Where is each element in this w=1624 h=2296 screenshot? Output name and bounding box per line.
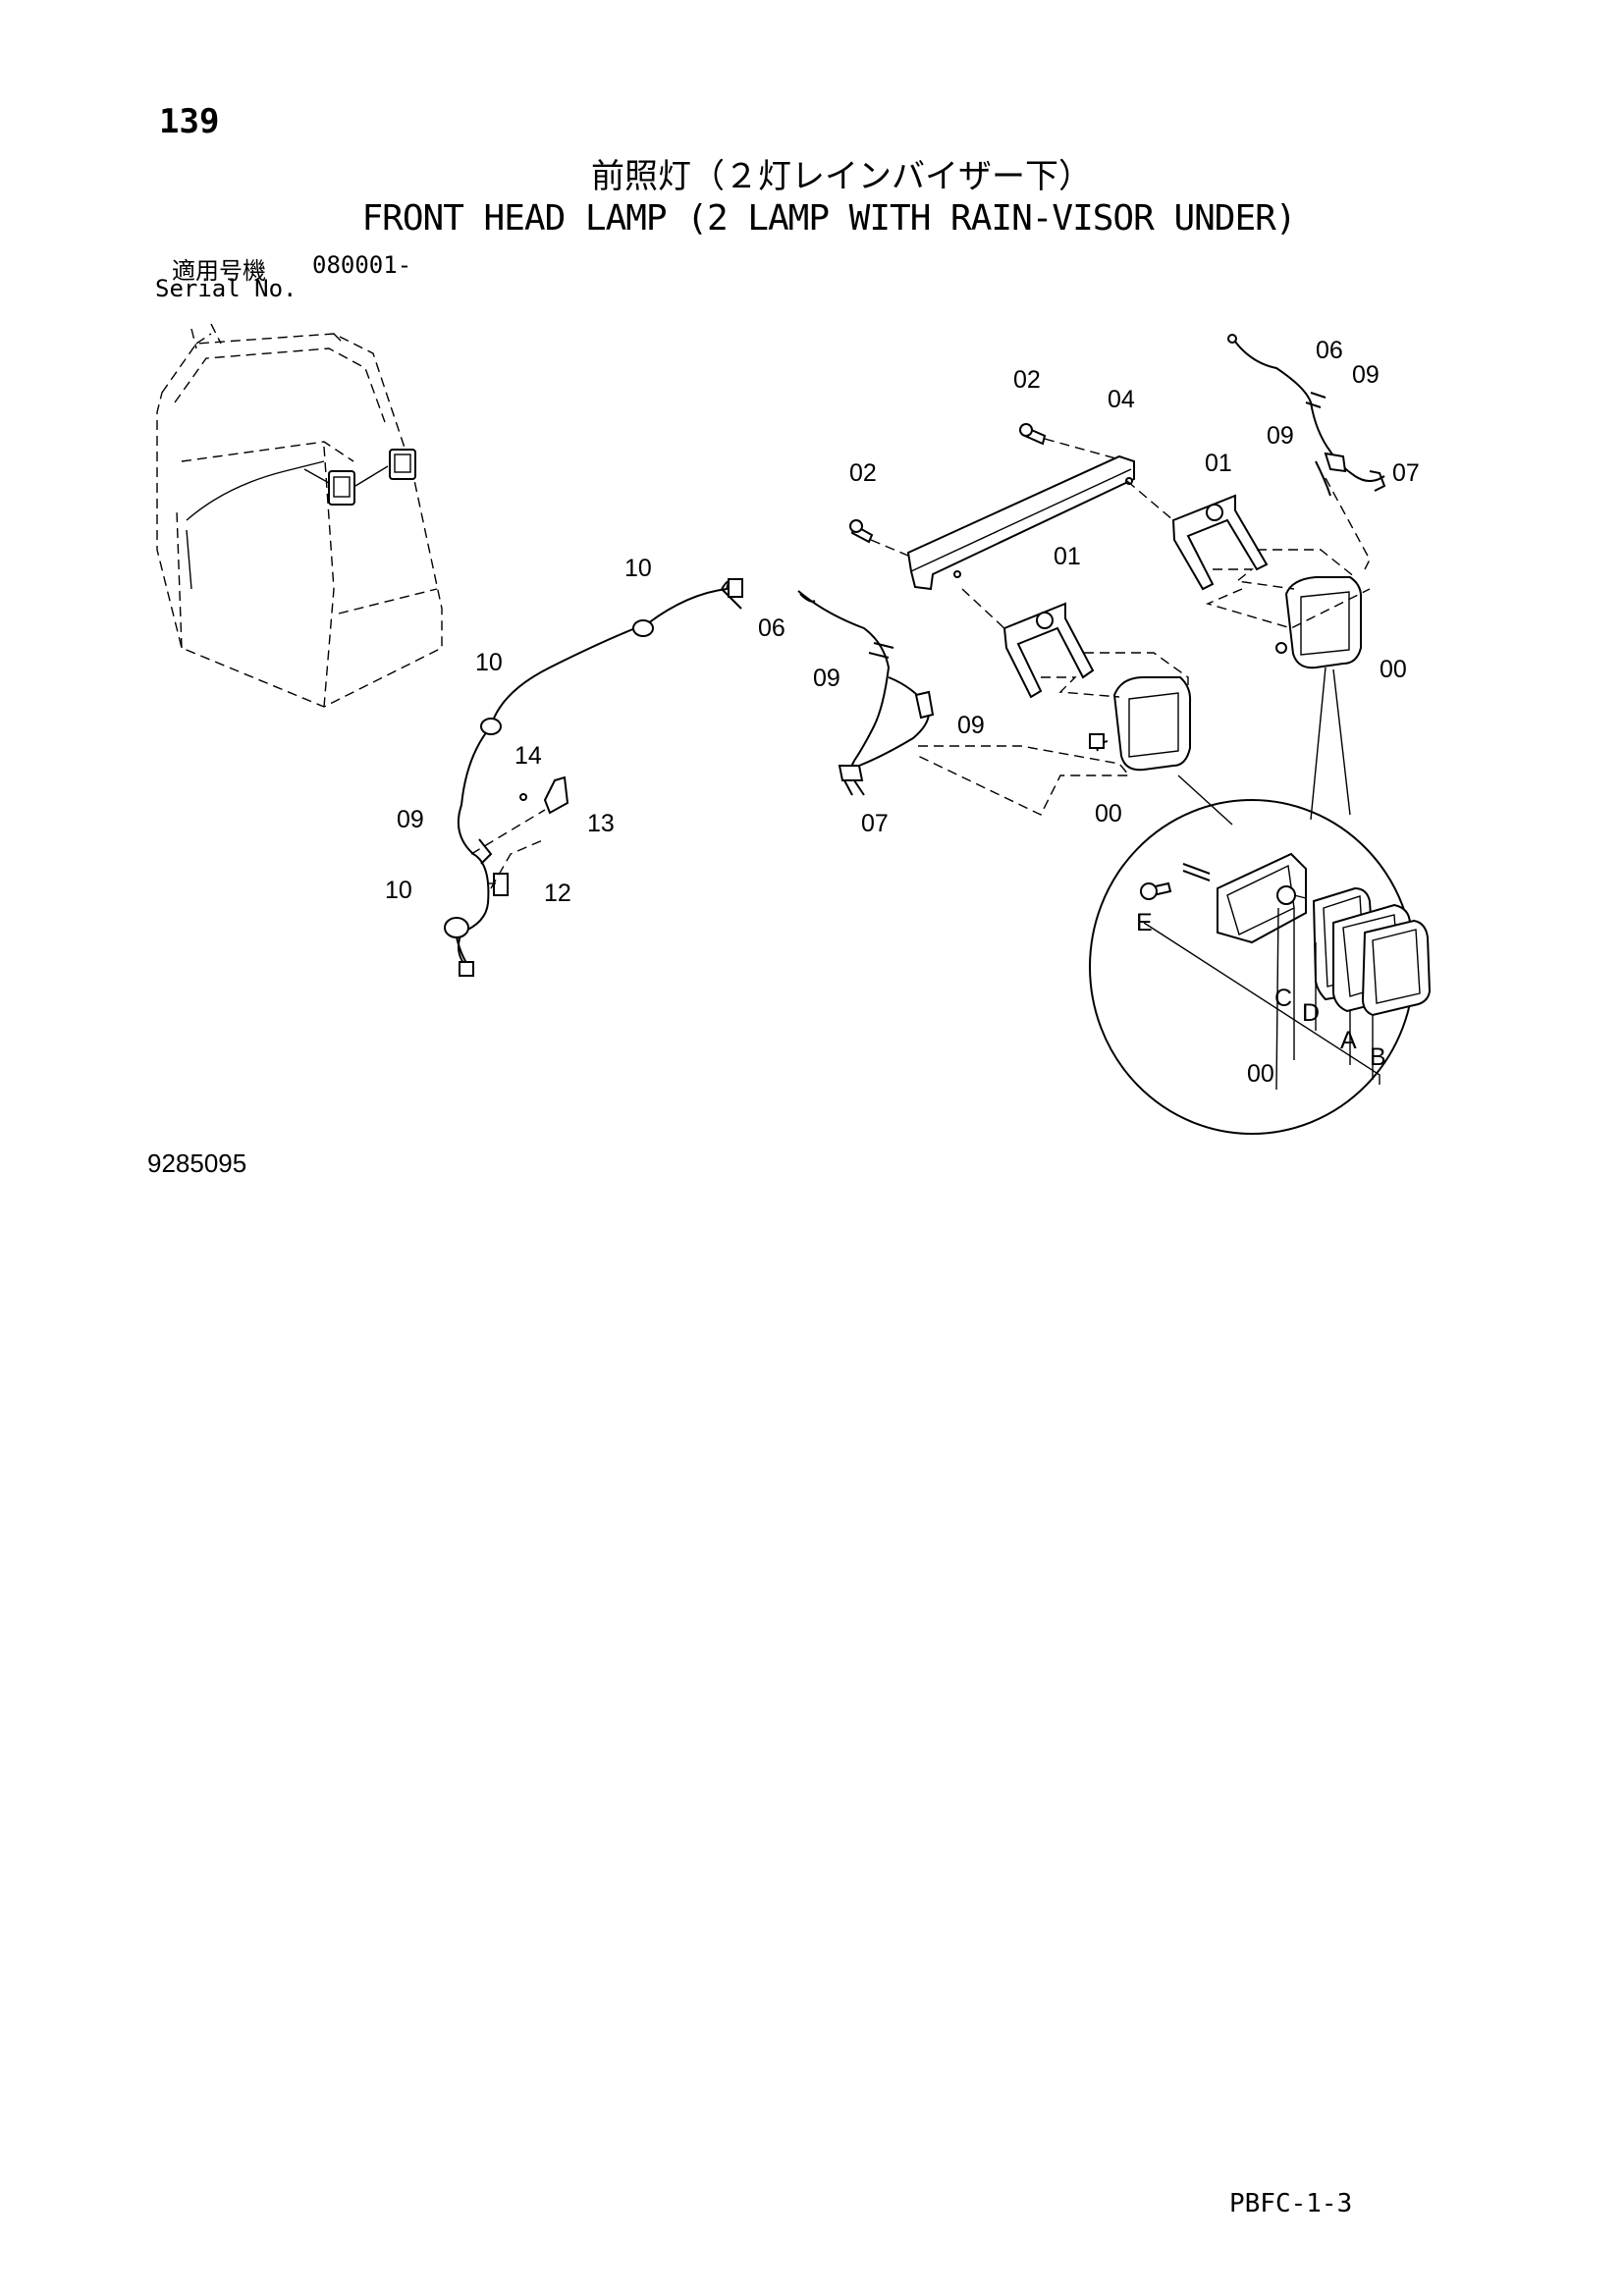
callout-13: 13 xyxy=(587,810,615,837)
harness-right xyxy=(1227,334,1386,497)
callout-06-center: 06 xyxy=(758,614,785,642)
callout-labels: 02 04 02 01 01 06 09 09 07 00 10 06 09 0… xyxy=(385,337,1420,1088)
callout-10-bottom: 10 xyxy=(385,877,412,904)
callout-00-lamp-center: 00 xyxy=(1095,800,1122,828)
detail-view xyxy=(1089,667,1432,1135)
callout-detail-a: A xyxy=(1340,1027,1357,1054)
callout-14: 14 xyxy=(514,742,542,770)
serial-number-value: 080001- xyxy=(312,251,412,279)
serial-label-english: Serial No. xyxy=(155,275,298,302)
callout-00-detail: 00 xyxy=(1247,1060,1274,1088)
mounting-bar xyxy=(849,423,1135,591)
page-title-japanese: 前照灯（２灯レインバイザー下） xyxy=(591,157,1092,196)
callout-02-left: 02 xyxy=(849,459,877,487)
drawing-number: 9285095 xyxy=(147,1148,247,1178)
page-number: 139 xyxy=(159,102,220,141)
callout-09-right-b: 09 xyxy=(1267,422,1294,450)
callout-01-center: 01 xyxy=(1054,543,1081,570)
lamp-assembly-center xyxy=(917,588,1192,816)
cab-outline xyxy=(156,323,443,708)
callout-07-right: 07 xyxy=(1392,459,1420,487)
callout-01-right: 01 xyxy=(1205,450,1232,477)
page-code: PBFC-1-3 xyxy=(1229,2189,1353,2218)
callout-07-center: 07 xyxy=(861,810,889,837)
callout-09-center-a: 09 xyxy=(813,665,840,692)
lamp-assembly-right xyxy=(1126,477,1371,669)
callout-06-right: 06 xyxy=(1316,337,1343,364)
harness-left xyxy=(444,578,743,977)
callout-02-top: 02 xyxy=(1013,366,1041,394)
callout-detail-c: C xyxy=(1274,985,1292,1012)
callout-09-right-a: 09 xyxy=(1352,361,1380,389)
callout-detail-b: B xyxy=(1370,1043,1386,1071)
callout-12: 12 xyxy=(544,880,571,907)
callout-04: 04 xyxy=(1108,386,1135,413)
callout-detail-e: E xyxy=(1136,909,1153,936)
parts-diagram: 02 04 02 01 01 06 09 09 07 00 10 06 09 0… xyxy=(156,323,1432,1135)
callout-10-mid: 10 xyxy=(475,649,503,676)
page-title-english: FRONT HEAD LAMP (2 LAMP WITH RAIN-VISOR … xyxy=(361,198,1297,239)
callout-09-center-b: 09 xyxy=(957,712,985,739)
callout-10-top: 10 xyxy=(624,555,652,582)
serial-label-japanese: 適用号機 xyxy=(172,257,266,285)
harness-center xyxy=(797,590,935,796)
callout-09-left: 09 xyxy=(397,806,424,833)
callout-detail-d: D xyxy=(1302,999,1320,1027)
callout-00-lamp-right: 00 xyxy=(1380,656,1407,683)
